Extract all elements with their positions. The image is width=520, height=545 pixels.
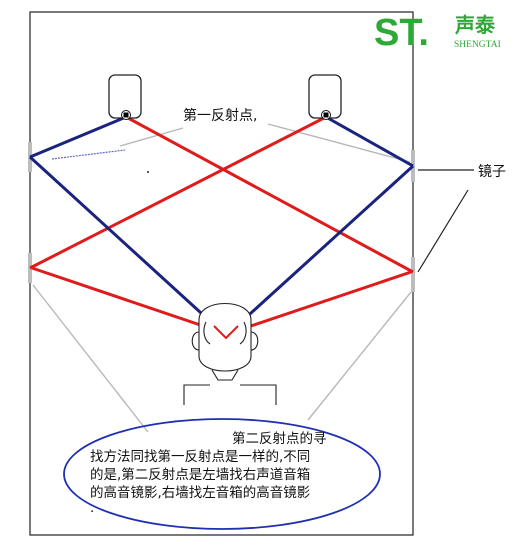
second-reflection-explanation: 第二反射点的寻 找方法同找第一反射点是一样的,不同 的是,第二反射点是左墙找右声… [90,430,327,516]
listener-hair-left [203,321,211,345]
explanation-line-4: 的高音镜影,右墙找左音箱的高音镜影 [90,484,310,501]
navy-right-speaker-to-right-wall [325,115,414,168]
dot-mark [147,171,149,173]
red-left-speaker-to-right-wall [127,116,414,274]
navy-left-speaker-to-left-wall [29,115,127,159]
mirror-pointer-bottom [417,189,469,273]
logo-mark: ST. [374,12,429,54]
pointer-first-right [267,123,411,163]
red-right-speaker-to-left-wall [29,116,325,270]
left-speaker [108,74,142,120]
second-reflection-path [29,116,414,335]
first-reflection-label: 第一反射点, [183,107,257,124]
pointer-second-left [32,284,149,433]
convergence-mark [213,325,239,340]
left-tweeter-core [123,112,129,118]
pointer-lines [32,123,412,433]
right-speaker [308,74,342,120]
first-reflection-path [28,115,415,325]
logo-brand-cn: 声泰 [454,13,496,37]
pointer-second-right [307,291,412,421]
listener-hair-right [239,321,247,345]
explanation-line-2: 找方法同找第一反射点是一样的,不同 [90,448,310,465]
mirror-label: 镜子 [478,164,506,180]
red-arrow-left [31,266,225,335]
listener-figure [183,302,277,405]
explanation-ellipse [63,418,381,530]
shengtai-logo: ST. 声泰 SHENGTAI [374,12,501,54]
explanation-line-5: . [90,500,94,516]
navy-arrow-right [238,164,415,325]
red-arrow-right [229,270,412,335]
listener-right-ear [250,331,259,351]
explanation-line-1: 第二反射点的寻 [232,430,327,447]
navy-arrow-left [28,155,214,325]
listener-chin [211,369,239,381]
dotted-stroke [51,149,126,160]
right-tweeter-core [323,112,329,118]
listener-left-ear [191,331,200,351]
pointer-first-left [119,127,184,147]
logo-brand-en: SHENGTAI [454,40,501,50]
listener-shoulders [183,384,277,405]
explanation-line-3: 的是,第二反射点是左墙找右声道音箱 [90,466,310,483]
